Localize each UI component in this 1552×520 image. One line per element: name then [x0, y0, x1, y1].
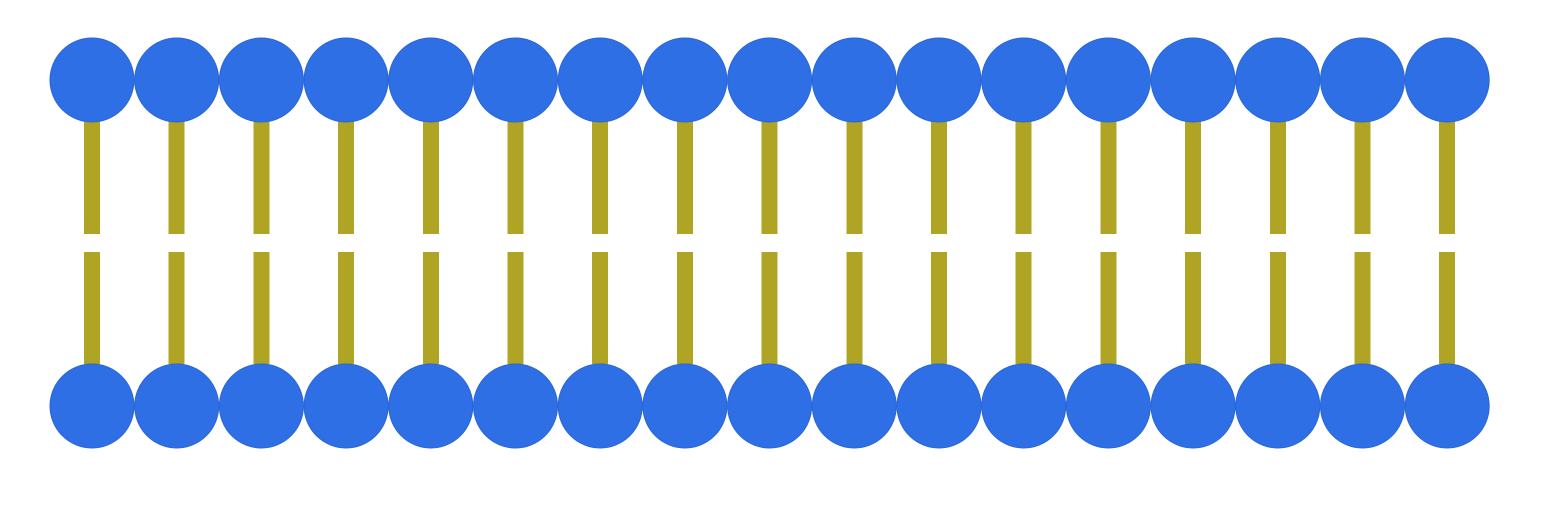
lipid-tail-outer-2: [168, 120, 185, 234]
lipid-tail-outer-14: [1185, 120, 1202, 234]
lipid-head-outer-16: [1320, 37, 1405, 123]
lipid-tail-inner-5: [422, 252, 439, 364]
lipid-head-outer-10: [811, 37, 897, 123]
lipid-tail-outer-1: [84, 120, 100, 234]
lipid-tail-inner-2: [168, 252, 185, 364]
lipid-head-inner-5: [388, 363, 474, 449]
lipid-tail-outer-10: [846, 120, 863, 234]
lipid-tail-inner-15: [1269, 252, 1286, 364]
lipid-head-outer-17: [1404, 37, 1490, 123]
lipid-head-outer-3: [218, 37, 304, 123]
lipid-head-outer-8: [642, 37, 728, 123]
outer-leaflet-tails: [84, 120, 1456, 234]
lipid-head-inner-15: [1235, 363, 1321, 449]
lipid-head-inner-1: [49, 363, 135, 449]
lipid-tail-outer-11: [931, 120, 947, 234]
lipid-head-inner-4: [303, 363, 389, 449]
lipid-tail-inner-4: [338, 252, 355, 364]
lipid-tail-outer-13: [1100, 120, 1117, 234]
lipid-head-inner-17: [1404, 363, 1490, 449]
lipid-tail-outer-17: [1439, 120, 1456, 234]
lipid-tail-inner-8: [676, 252, 693, 364]
lipid-tail-outer-5: [422, 120, 439, 234]
lipid-head-outer-15: [1235, 37, 1321, 123]
lipid-head-outer-4: [303, 37, 389, 123]
lipid-tail-outer-16: [1354, 120, 1371, 234]
lipid-tail-inner-3: [253, 252, 270, 364]
lipid-tail-inner-16: [1354, 252, 1371, 364]
lipid-head-inner-12: [981, 363, 1067, 449]
lipid-head-outer-13: [1065, 37, 1151, 123]
lipid-head-inner-13: [1065, 363, 1151, 449]
lipid-head-inner-11: [896, 363, 982, 449]
lipid-head-outer-12: [981, 37, 1067, 123]
lipid-head-outer-9: [727, 37, 813, 123]
lipid-tail-inner-14: [1185, 252, 1202, 364]
lipid-tail-inner-7: [592, 252, 609, 364]
lipid-head-outer-14: [1150, 37, 1236, 123]
lipid-head-outer-7: [557, 37, 643, 123]
lipid-tail-outer-4: [338, 120, 355, 234]
lipid-head-inner-3: [218, 363, 304, 449]
lipid-tail-outer-15: [1269, 120, 1286, 234]
lipid-head-inner-14: [1150, 363, 1236, 449]
lipid-head-outer-11: [896, 37, 982, 123]
lipid-tail-outer-9: [761, 120, 778, 234]
lipid-head-outer-5: [388, 37, 474, 123]
lipid-tail-inner-1: [84, 252, 100, 364]
lipid-tail-outer-12: [1015, 120, 1032, 234]
lipid-head-inner-16: [1320, 363, 1405, 449]
lipid-head-inner-6: [473, 363, 558, 449]
lipid-head-outer-6: [473, 37, 558, 123]
lipid-tail-inner-13: [1100, 252, 1117, 364]
lipid-head-outer-1: [49, 37, 135, 123]
lipid-tail-outer-8: [676, 120, 693, 234]
lipid-tail-inner-10: [846, 252, 863, 364]
lipid-head-inner-8: [642, 363, 728, 449]
lipid-tail-outer-3: [253, 120, 270, 234]
lipid-head-inner-9: [727, 363, 813, 449]
lipid-head-inner-2: [134, 363, 220, 449]
lipid-head-outer-2: [134, 37, 220, 123]
inner-leaflet-heads: [49, 363, 1490, 449]
lipid-head-inner-7: [557, 363, 643, 449]
lipid-tail-inner-17: [1439, 252, 1456, 364]
lipid-tail-inner-6: [507, 252, 524, 364]
outer-leaflet-heads: [49, 37, 1490, 123]
lipid-tail-inner-11: [931, 252, 947, 364]
inner-leaflet-tails: [84, 252, 1456, 364]
lipid-tail-inner-9: [761, 252, 778, 364]
lipid-tail-inner-12: [1015, 252, 1032, 364]
lipid-head-inner-10: [811, 363, 897, 449]
lipid-tail-outer-6: [507, 120, 524, 234]
lipid-tail-outer-7: [592, 120, 609, 234]
